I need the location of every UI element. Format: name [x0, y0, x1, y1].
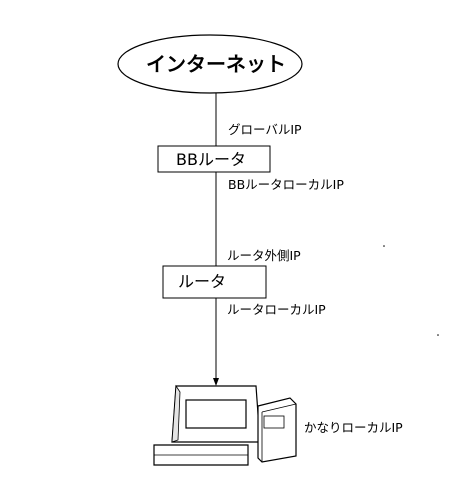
- pc-local-ip-label: かなりローカルIP: [304, 420, 403, 435]
- router-label: ルータ: [178, 272, 227, 291]
- internet-label: インターネット: [146, 52, 286, 76]
- bb-router-local-ip-label: BBルータローカルIP: [228, 177, 344, 192]
- router-outer-ip-label: ルータ外側IP: [227, 248, 301, 263]
- router-node: [162, 265, 267, 299]
- bb-router-label: BBルータ: [176, 150, 246, 169]
- pc-icon: [153, 384, 297, 466]
- internet-node: [117, 34, 303, 94]
- arrow-head: [213, 378, 219, 386]
- stray-dot: [437, 334, 439, 336]
- bb-router-node: [157, 145, 271, 173]
- global-ip-label: グローバルIP: [228, 122, 302, 137]
- router-local-ip-label: ルータローカルIP: [227, 302, 326, 317]
- stray-dot: [383, 245, 385, 247]
